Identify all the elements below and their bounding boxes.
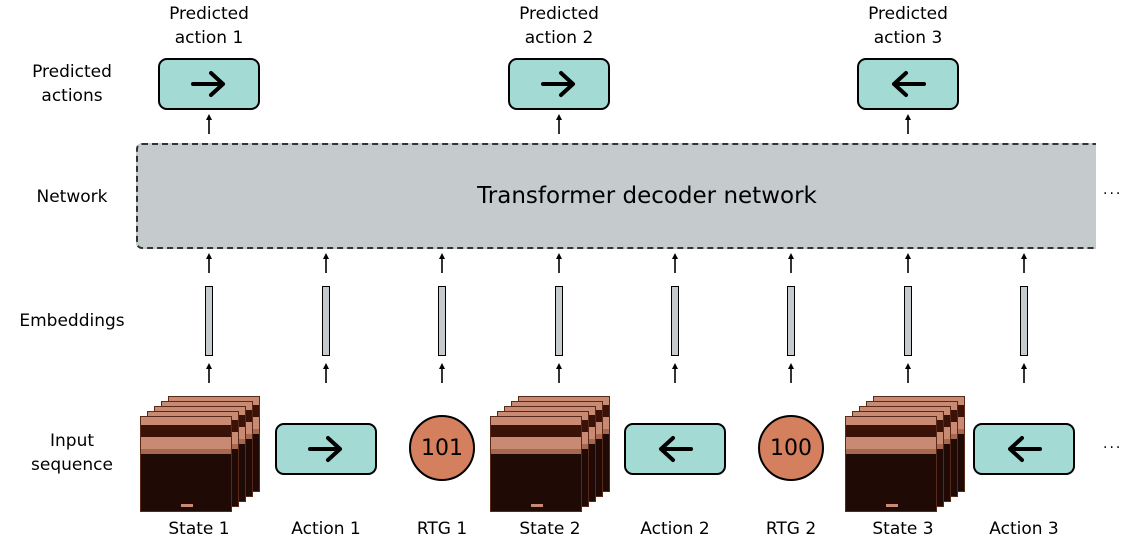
arrows-embeddings-to-network	[206, 253, 1027, 273]
rtg-1-value: 101	[421, 435, 463, 461]
input-ellipsis: ···	[1103, 440, 1123, 456]
caption-state-1: State 1	[168, 519, 230, 539]
network-ellipsis: ···	[1103, 186, 1123, 202]
caption-state-2: State 2	[519, 519, 581, 539]
embedding-rtg-1	[438, 286, 446, 356]
right-arrow-icon	[308, 436, 342, 462]
predicted-action-1-label: Predicted action 1	[149, 2, 269, 50]
left-arrow-icon	[1008, 436, 1042, 462]
caption-action-1: Action 1	[291, 519, 361, 539]
row-label-predicted-actions: Predicted actions	[14, 60, 130, 108]
rtg-1-circle: 101	[409, 415, 475, 481]
embedding-action-1	[322, 286, 330, 356]
caption-rtg-2: RTG 2	[765, 519, 817, 539]
label-line: action 1	[174, 28, 244, 48]
caption-rtg-1: RTG 1	[416, 519, 468, 539]
label-line: Predicted	[519, 4, 599, 24]
arrows-inputs-to-embeddings	[206, 363, 1027, 383]
embedding-state-3	[904, 286, 912, 356]
state-1-frames	[140, 396, 270, 512]
state-frame	[140, 416, 232, 512]
left-arrow-icon	[892, 71, 926, 97]
row-label-input-sequence: Input sequence	[14, 429, 130, 477]
input-action-3-box	[973, 423, 1075, 475]
predicted-action-1-box	[158, 58, 260, 110]
predicted-action-2-label: Predicted action 2	[499, 2, 619, 50]
embedding-action-3	[1020, 286, 1028, 356]
label-line: Predicted	[169, 4, 249, 24]
embedding-state-1	[205, 286, 213, 356]
predicted-action-3-label: Predicted action 3	[848, 2, 968, 50]
caption-action-3: Action 3	[989, 519, 1059, 539]
row-label-line: Predicted	[32, 62, 112, 82]
caption-state-3: State 3	[872, 519, 934, 539]
row-label-embeddings: Embeddings	[19, 311, 125, 331]
predicted-action-2-box	[508, 58, 610, 110]
rtg-2-value: 100	[770, 435, 812, 461]
state-2-frames	[490, 396, 620, 512]
caption-action-2: Action 2	[640, 519, 710, 539]
embedding-action-2	[671, 286, 679, 356]
right-arrow-icon	[541, 71, 575, 97]
state-3-frames	[845, 396, 975, 512]
row-label-line: sequence	[31, 455, 113, 475]
row-label-network: Network	[36, 187, 108, 207]
input-action-1-box	[275, 423, 377, 475]
label-line: action 2	[524, 28, 594, 48]
state-frame	[845, 416, 937, 512]
embedding-rtg-2	[787, 286, 795, 356]
rtg-2-circle: 100	[758, 415, 824, 481]
network-label: Transformer decoder network	[477, 183, 817, 209]
state-frame	[490, 416, 582, 512]
right-arrow-icon	[191, 71, 225, 97]
row-label-line: Input	[49, 431, 95, 451]
row-label-line: actions	[41, 86, 103, 106]
arrows-network-to-predictions	[206, 114, 911, 134]
left-arrow-icon	[659, 436, 693, 462]
input-action-2-box	[624, 423, 726, 475]
predicted-action-3-box	[857, 58, 959, 110]
label-line: action 3	[873, 28, 943, 48]
label-line: Predicted	[868, 4, 948, 24]
embedding-state-2	[555, 286, 563, 356]
transformer-network-block: Transformer decoder network	[136, 143, 1096, 249]
